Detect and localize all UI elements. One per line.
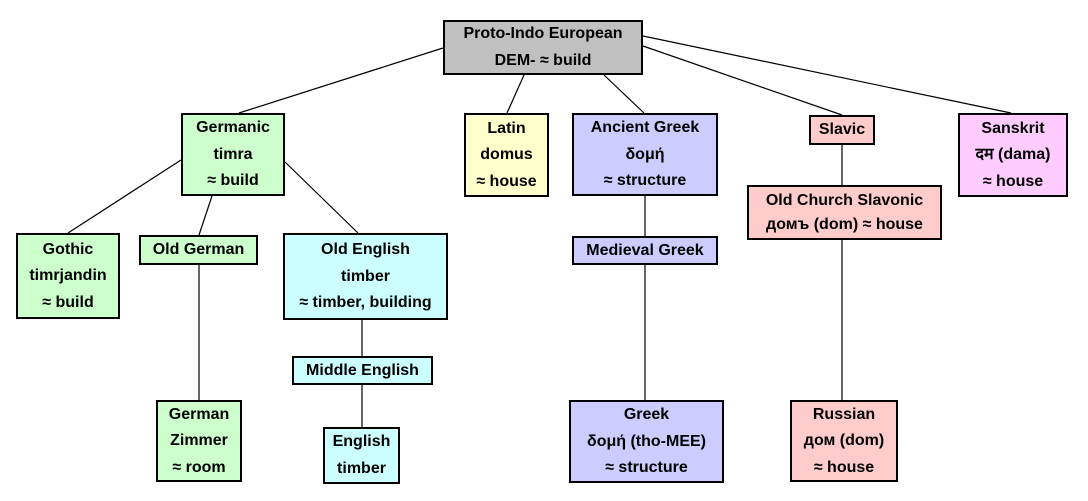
node-gloss: ≈ build (42, 293, 94, 311)
node-word: Zimmer (170, 432, 228, 450)
node-old-english: Old English timber ≈ timber, building (283, 233, 448, 320)
node-label: Proto-Indo European (463, 25, 623, 43)
edge-germanic-old-german (198, 195, 213, 236)
node-medieval-greek: Medieval Greek (572, 236, 718, 265)
edge-germanic-gothic (67, 159, 182, 234)
node-word: домъ (dom) ≈ house (766, 215, 923, 233)
node-label: Slavic (818, 121, 866, 139)
node-word: δομή (625, 145, 665, 163)
edge-pie-slavic (642, 45, 843, 116)
node-label: English (332, 433, 391, 451)
node-germanic: Germanic timra ≈ build (181, 113, 285, 196)
node-word: дом (dom) (803, 432, 885, 450)
node-word: domus (480, 146, 533, 164)
node-english: English timber (323, 427, 400, 484)
edge-pie-sanskrit (642, 35, 1012, 114)
node-old-german: Old German (139, 235, 258, 265)
node-word: दम (dama) (975, 146, 1051, 164)
node-label: Sanskrit (981, 119, 1045, 137)
node-russian: Russian дом (dom) ≈ house (790, 400, 898, 482)
node-word: δομή (tho-MEE) (586, 432, 706, 450)
node-label: Medieval Greek (586, 241, 704, 259)
node-ancient-greek: Ancient Greek δομή ≈ structure (572, 113, 718, 196)
node-label: Old German (152, 241, 245, 259)
node-word: timber (337, 460, 386, 477)
node-label: Old English (321, 241, 410, 259)
node-gloss: ≈ house (982, 172, 1044, 190)
node-slavic: Slavic (809, 115, 875, 145)
node-label: Greek (623, 406, 670, 424)
node-gloss: ≈ house (813, 458, 875, 476)
node-latin: Latin domus ≈ house (464, 113, 549, 197)
edge-pie-latin (506, 74, 525, 114)
node-gloss: ≈ timber, building (299, 294, 432, 312)
node-gloss: ≈ build (207, 172, 259, 190)
node-old-church-slavonic: Old Church Slavonic домъ (dom) ≈ house (747, 185, 942, 240)
node-sanskrit: Sanskrit दम (dama) ≈ house (958, 113, 1068, 197)
node-gloss: DEM- ≈ build (494, 52, 592, 69)
node-word: timrjandin (29, 267, 107, 285)
node-label: German (168, 405, 230, 423)
node-gloss: ≈ room (172, 458, 226, 476)
node-word: timra (213, 145, 253, 163)
node-german: German Zimmer ≈ room (156, 400, 242, 482)
node-gloss: ≈ structure (605, 459, 688, 477)
node-label: Latin (487, 119, 526, 137)
edge-pie-germanic (238, 47, 444, 114)
node-greek: Greek δομή (tho-MEE) ≈ structure (569, 400, 724, 483)
edge-pie-ancient-greek (603, 74, 645, 114)
edge-germanic-old-english (284, 161, 359, 234)
node-label: Ancient Greek (590, 119, 700, 137)
node-gloss: ≈ structure (603, 172, 687, 190)
node-label: Old Church Slavonic (765, 191, 924, 209)
node-middle-english: Middle English (292, 356, 433, 385)
node-word: timber (341, 267, 390, 285)
node-label: Middle English (306, 361, 419, 379)
node-proto-indo-european: Proto-Indo European DEM- ≈ build (443, 20, 643, 75)
node-gothic: Gothic timrjandin ≈ build (16, 233, 120, 319)
node-label: Germanic (196, 119, 270, 137)
node-gloss: ≈ house (476, 172, 537, 190)
node-label: Gothic (42, 240, 94, 258)
node-label: Russian (812, 405, 876, 423)
